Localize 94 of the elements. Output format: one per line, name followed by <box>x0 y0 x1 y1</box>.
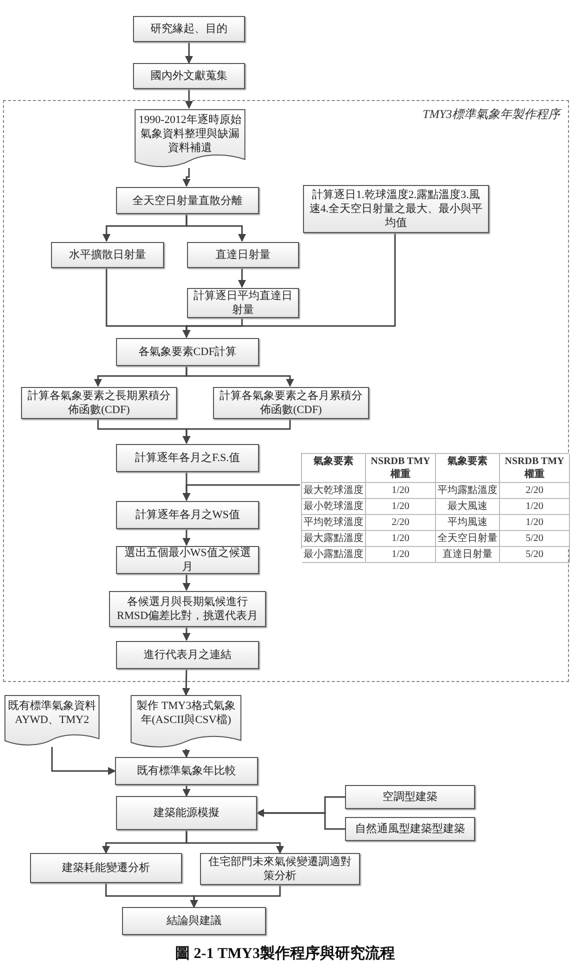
box-text: 製作 TMY3格式氣象年(ASCII與CSV檔) <box>136 699 236 727</box>
table-cell: 1/20 <box>366 483 436 499</box>
process-box <box>116 338 259 366</box>
arrow <box>182 573 190 591</box>
box-text: 建築能源模擬 <box>154 806 220 820</box>
figure-caption: 圖 2-1 TMY3製作程序與研究流程 <box>174 944 396 964</box>
table-cell: 1/20 <box>500 515 570 531</box>
box-text: 計算各氣象要素之各月累積分佈函數(CDF) <box>218 389 364 417</box>
process-box <box>30 853 182 883</box>
table-cell: 最大露點溫度 <box>302 531 366 547</box>
document-shape <box>4 695 100 747</box>
process-box <box>187 288 299 318</box>
arrow <box>186 365 294 387</box>
table-cell: 直達日射量 <box>436 547 500 563</box>
process-box <box>109 591 266 627</box>
process-box <box>187 242 299 268</box>
table-cell: 5/20 <box>500 547 570 563</box>
box-text: 選出五個最小WS值之候選月 <box>123 546 252 574</box>
document-shape <box>130 695 242 749</box>
table-cell: 最大風速 <box>436 499 500 515</box>
arrow <box>186 213 246 242</box>
arrow <box>186 830 284 854</box>
table-cell: 最小露點溫度 <box>302 547 366 563</box>
table-cell: 氣象要素 <box>436 454 500 483</box>
table-cell: NSRDB TMY權重 <box>366 454 436 483</box>
box-text: 全天空日射量直散分離 <box>132 194 242 208</box>
box-text: 水平擴散日射量 <box>69 248 146 262</box>
table-cell: 全天空日射量 <box>436 531 500 547</box>
arrow <box>182 626 190 641</box>
arrow <box>51 747 116 775</box>
table-cell: 5/20 <box>500 531 570 547</box>
table-cell: 平均風速 <box>436 515 500 531</box>
box-text: 進行代表月之連結 <box>144 648 232 662</box>
table-cell: 1/20 <box>366 547 436 563</box>
box-text: 既有標準氣象年比較 <box>137 764 236 778</box>
box-text: 住宅部門未來氣候變遷調適對策分析 <box>208 855 352 883</box>
box-text: 直達日射量 <box>216 248 270 262</box>
arrow <box>182 418 291 444</box>
process-box <box>122 907 266 935</box>
process-box <box>345 817 475 841</box>
arrow <box>182 668 190 696</box>
dashed-group-frame <box>3 100 569 682</box>
box-text: 計算逐日平均直達日射量 <box>192 289 294 317</box>
process-box <box>133 63 245 89</box>
process-box <box>116 501 259 529</box>
box-text: 既有標準氣象資料AYWD、TMY2 <box>8 699 96 727</box>
group-title: TMY3標準氣象年製作程序 <box>422 106 560 123</box>
table-cell: 1/20 <box>366 499 436 515</box>
table-cell: 平均乾球溫度 <box>302 515 366 531</box>
arrow <box>190 885 281 908</box>
table-cell: 平均露點溫度 <box>436 483 500 499</box>
box-text: 計算各氣象要素之長期累積分佈函數(CDF) <box>26 389 172 417</box>
box-text: 計算逐年各月之WS值 <box>135 508 240 522</box>
arrow <box>182 232 396 338</box>
box-text: 建築耗能變遷分析 <box>62 861 150 875</box>
arrow <box>185 89 193 109</box>
arrow <box>182 168 190 187</box>
box-text: 各氣象要素CDF計算 <box>138 345 237 359</box>
box-text: 研究緣起、目的 <box>150 22 228 36</box>
arrow <box>182 484 300 501</box>
box-text: 各候選月與長期氣候進行RMSD偏差比對，挑選代表月 <box>116 595 260 623</box>
table-cell: 1/20 <box>500 499 570 515</box>
document-shape <box>134 109 246 169</box>
box-text: 計算逐日1.乾球溫度2.露點溫度3.風速4.全天空日射量之最大、最小與平均值 <box>308 188 484 230</box>
arrow <box>182 785 190 797</box>
process-box <box>116 444 259 472</box>
arrow <box>185 42 193 64</box>
box-text: 自然通風型建築型建築 <box>355 822 465 836</box>
process-box <box>345 785 475 809</box>
table-cell: 氣象要素 <box>302 454 366 483</box>
arrow <box>182 528 190 546</box>
table-cell: 最大乾球溫度 <box>302 483 366 499</box>
process-box <box>51 242 164 268</box>
arrow <box>238 267 246 288</box>
process-box <box>133 16 245 42</box>
arrow <box>256 809 345 830</box>
process-box <box>21 387 177 419</box>
box-text: 空調型建築 <box>382 790 438 804</box>
process-box <box>116 187 259 214</box>
box-text: 結論與建議 <box>166 914 222 928</box>
table-cell: NSRDB TMY權重 <box>500 454 570 483</box>
process-box <box>200 853 360 885</box>
table-cell: 2/20 <box>366 515 436 531</box>
box-text: 1990-2012年逐時原始氣象資料整理與缺漏資料補遺 <box>138 113 242 155</box>
table-cell: 1/20 <box>366 531 436 547</box>
process-box <box>116 641 259 669</box>
table-cell: 2/20 <box>500 483 570 499</box>
box-text: 國內外文獻蒐集 <box>150 69 228 83</box>
process-box <box>116 796 257 830</box>
process-box <box>115 757 258 785</box>
box-text: 計算逐年各月之F.S.值 <box>135 451 240 465</box>
arrow <box>182 748 190 758</box>
process-box <box>213 387 369 419</box>
table-cell: 最小乾球溫度 <box>302 499 366 515</box>
